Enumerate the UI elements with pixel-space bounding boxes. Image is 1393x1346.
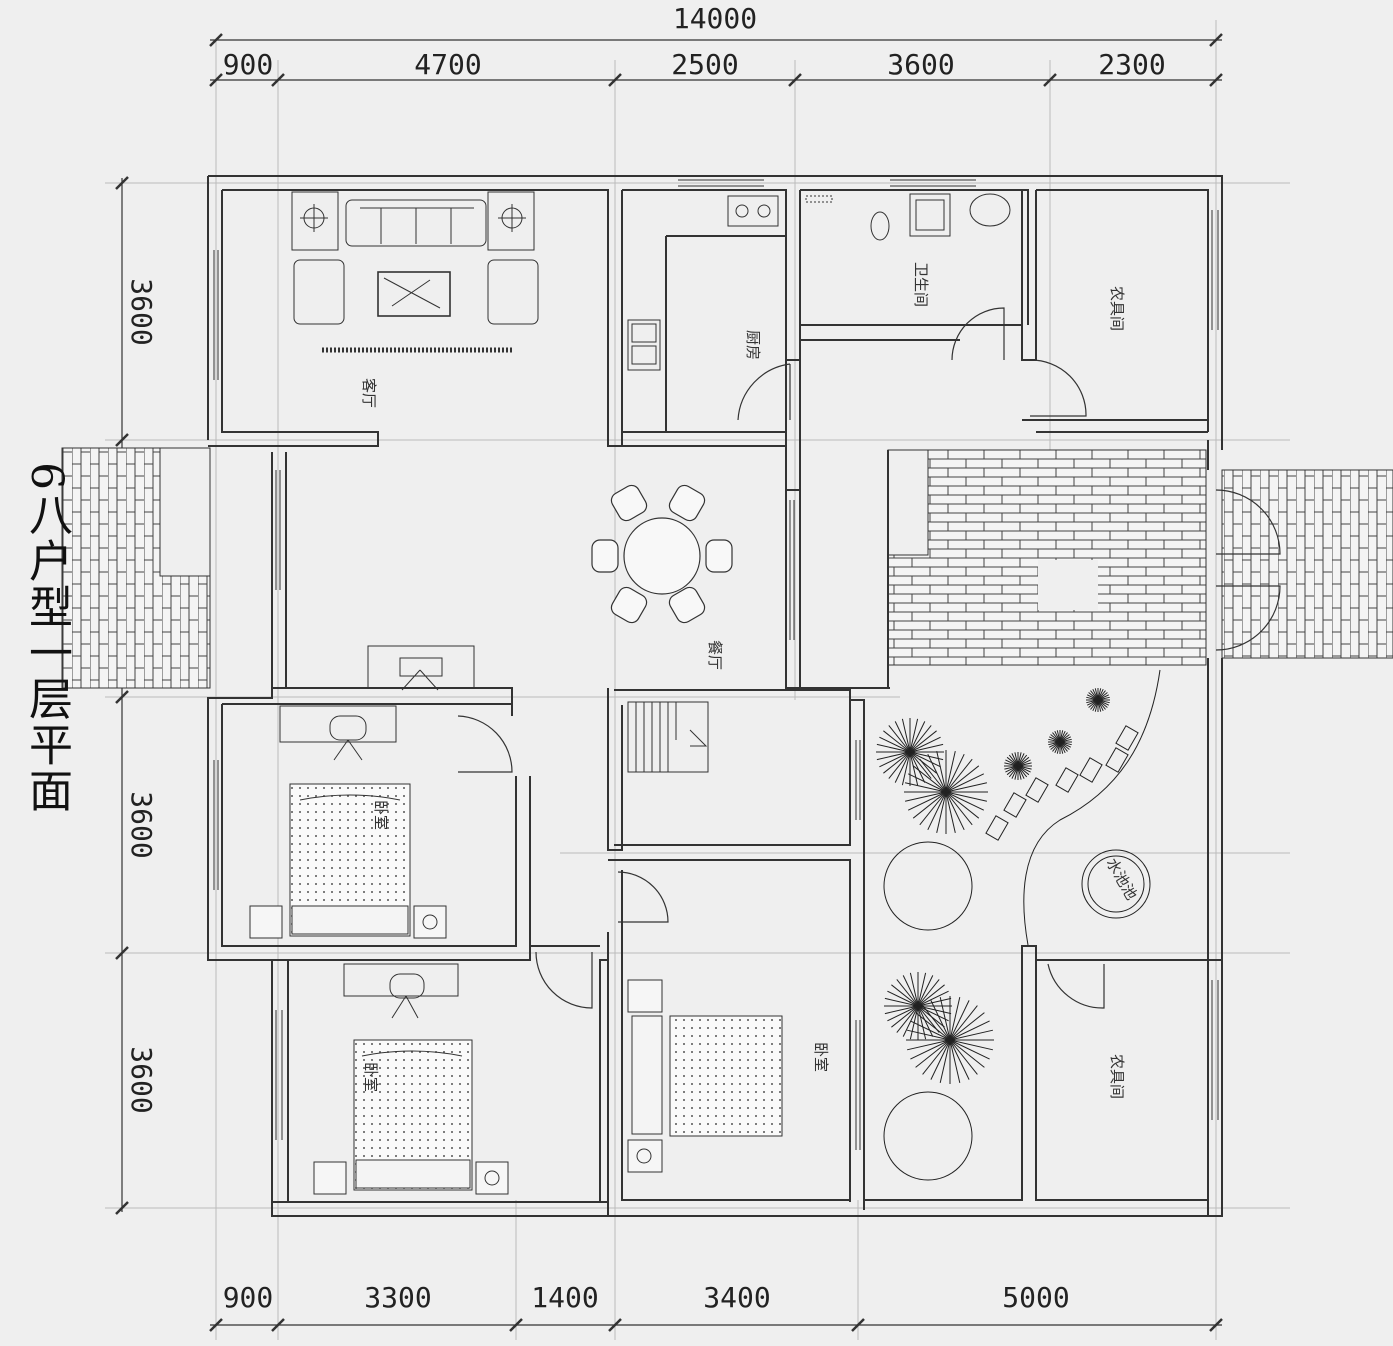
room-label-bedroom-1: 卧室 — [372, 800, 390, 830]
dim-bottom-5: 5000 — [1002, 1281, 1069, 1314]
desks — [279, 645, 475, 1019]
east-walkway — [1221, 469, 1393, 659]
room-label-dining: 餐厅 — [706, 640, 724, 670]
kitchen-fixtures — [627, 195, 779, 371]
room-label-storage-top: 农具间 — [1108, 286, 1126, 331]
room-label-bathroom: 卫生间 — [912, 262, 930, 307]
dim-top-4: 3600 — [887, 48, 954, 81]
room-label-bedroom-2: 卧室 — [362, 1062, 380, 1092]
room-label-storage-bottom: 农具间 — [1108, 1054, 1126, 1099]
dim-top-2: 4700 — [414, 48, 481, 81]
dim-top-total: 14000 — [673, 2, 757, 35]
dim-bottom-4: 3400 — [703, 1281, 770, 1314]
room-label-bedroom-3: 卧室 — [812, 1042, 830, 1072]
garden-plants — [876, 669, 1161, 1181]
dim-bottom-1: 900 — [223, 1281, 274, 1314]
dim-top-5: 2300 — [1098, 48, 1165, 81]
dim-bottom-3: 1400 — [531, 1281, 598, 1314]
bathroom-fixtures — [805, 193, 1011, 241]
windows — [213, 179, 1219, 1150]
dim-left-4: 3600 — [125, 1046, 158, 1113]
top-dimension-lines — [115, 33, 1223, 1332]
plan-title: 6八户型一层平面 — [21, 462, 72, 814]
living-room-furniture — [291, 191, 539, 353]
staircase — [627, 701, 709, 773]
room-label-kitchen: 厨房 — [744, 330, 762, 360]
dim-top-3: 2500 — [671, 48, 738, 81]
dim-top-1: 900 — [223, 48, 274, 81]
courtyard-paving — [887, 449, 1207, 666]
room-label-pool: 水池池 — [1103, 855, 1141, 903]
dim-left-3: 3600 — [125, 791, 158, 858]
walls — [207, 175, 1223, 1217]
doors — [457, 307, 1281, 1009]
dining-table — [591, 484, 733, 624]
dim-bottom-2: 3300 — [364, 1281, 431, 1314]
dim-left-1: 3600 — [125, 278, 158, 345]
axis-lines — [105, 20, 1290, 1340]
room-label-living: 客厅 — [360, 378, 378, 408]
beds — [249, 783, 783, 1195]
